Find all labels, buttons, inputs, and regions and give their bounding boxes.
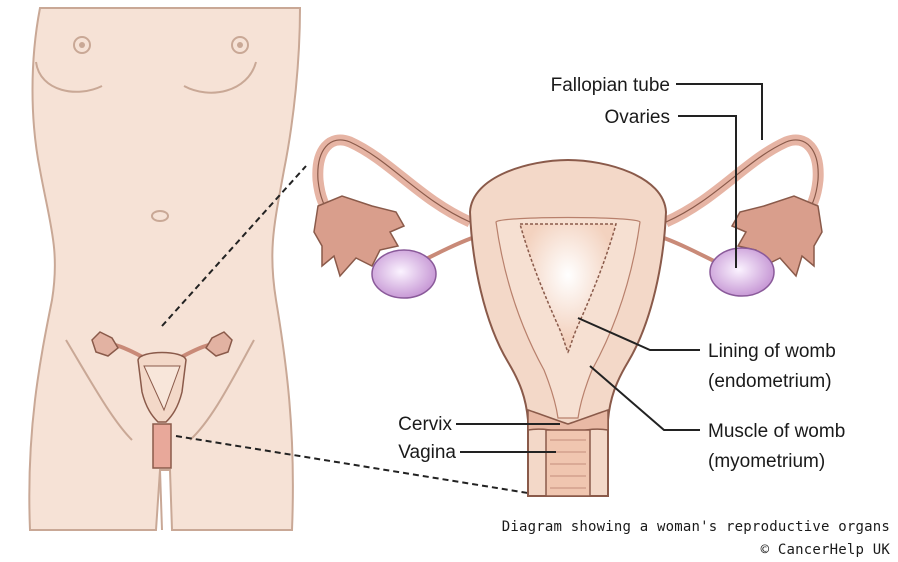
label-vagina: Vagina [398,442,456,463]
ovary-left [372,250,436,298]
label-muscle-of-womb: Muscle of womb [708,421,845,442]
label-ovaries: Ovaries [605,107,670,128]
label-myometrium: (myometrium) [708,451,825,472]
label-endometrium: (endometrium) [708,371,832,392]
ovary-right [710,248,774,296]
label-lining-of-womb: Lining of womb [708,341,836,362]
ovarian-ligament-right [664,238,716,262]
label-fallopian-tube: Fallopian tube [551,75,670,96]
caption-title: Diagram showing a woman's reproductive o… [502,519,890,535]
large-uterus [314,140,822,496]
caption-copyright: © CancerHelp UK [761,542,891,558]
leg-gap-line [160,470,162,530]
small-vagina [153,424,171,468]
label-cervix: Cervix [398,414,452,435]
leader-fallopian-tube [676,84,762,140]
